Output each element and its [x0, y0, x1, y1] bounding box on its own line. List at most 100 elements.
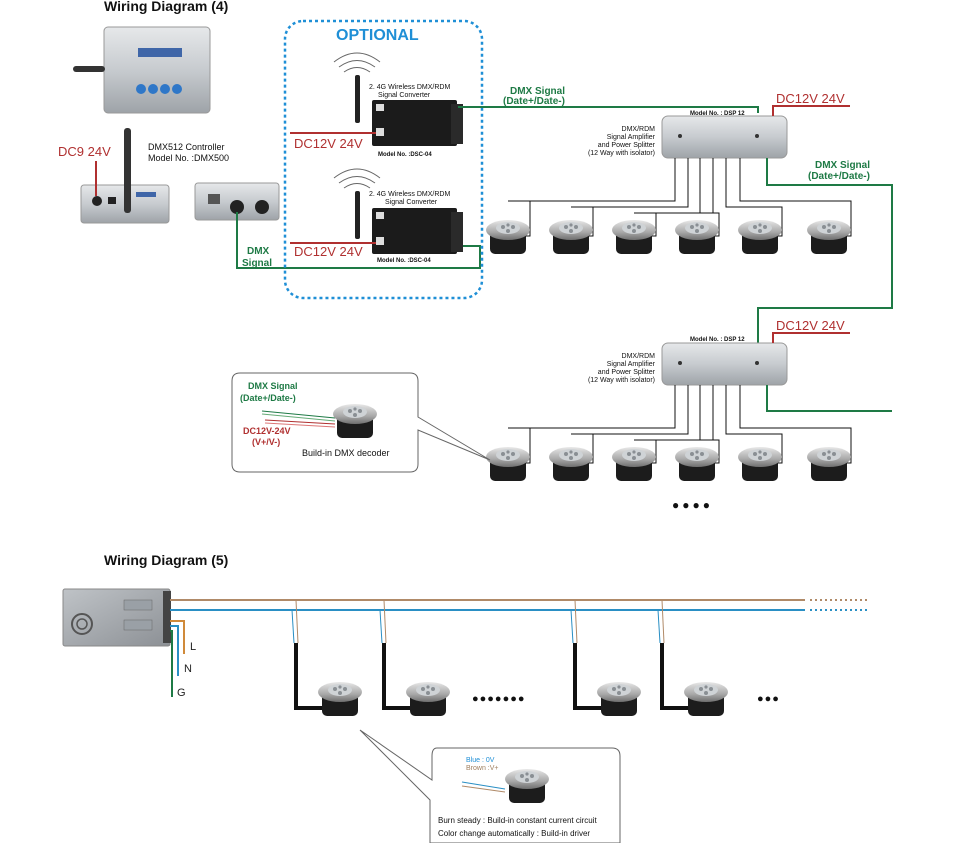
light-wire — [697, 385, 720, 464]
underground-light — [738, 220, 782, 254]
controller-power-label: DC9 24V — [58, 144, 111, 159]
callout-power-line2: (V+/V-) — [252, 437, 280, 447]
amplifier-1-model: Model No. : DSP 12 — [690, 111, 745, 117]
converter-2-model: Model No. :DSC-04 — [377, 258, 431, 264]
controller-label-line2: Model No. :DMX500 — [148, 153, 229, 163]
amplifier-1 — [661, 115, 788, 159]
mains-g-label: G — [177, 687, 186, 699]
amplifier-1-desc-3: and Power Splitter — [598, 142, 656, 149]
underground-light — [318, 682, 362, 716]
brown-tap-wire — [661, 599, 665, 644]
optional-box — [283, 19, 484, 300]
more-lights-indicator-1: ●●●●●●● — [472, 693, 526, 705]
underground-light — [486, 220, 530, 254]
diagram4-title: Wiring Diagram (4) — [104, 0, 228, 14]
underground-light — [549, 220, 593, 254]
brown-tap-wire — [295, 599, 299, 644]
controller-dmx-wire — [236, 212, 481, 269]
underground-light — [612, 447, 656, 481]
light-wire — [508, 385, 676, 464]
amplifier-2-desc-4: (12 Way with isolator) — [588, 377, 655, 384]
amplifier-1-desc-4: (12 Way with isolator) — [588, 150, 655, 157]
converter-1-name-line1: 2. 4G Wireless DMX/RDM — [369, 84, 450, 91]
light-wire — [571, 385, 689, 464]
controller-dmx-label-line2: Signal — [242, 258, 272, 269]
amplifier-1-dmx-out-line2: (Date+/Date-) — [808, 171, 870, 182]
callout5-line1: Burn steady : Build-in constant current … — [438, 816, 598, 825]
callout-power-line1: DC12V-24V — [243, 426, 291, 436]
underground-light — [486, 447, 530, 481]
optional-title: OPTIONAL — [336, 27, 419, 44]
converter-1-power-label: DC12V 24V — [294, 136, 363, 151]
diagram5-title: Wiring Diagram (5) — [104, 552, 228, 568]
underground-light — [807, 220, 851, 254]
light-wire — [739, 158, 852, 237]
amplifier-2-desc-1: DMX/RDM — [622, 353, 656, 360]
converter-2-name-line1: 2. 4G Wireless DMX/RDM — [369, 191, 450, 198]
amplifier-2-desc-3: and Power Splitter — [598, 369, 656, 376]
dmx-controller-front — [73, 26, 211, 114]
power-supply-unit — [62, 588, 171, 647]
wireless-converter-2 — [333, 168, 463, 254]
mains-l-label: L — [190, 641, 196, 653]
callout5-line2: Color change automatically : Build-in dr… — [438, 829, 590, 838]
mains-l-wire — [170, 620, 185, 654]
light-cable — [660, 643, 690, 710]
diagram5-lights — [291, 599, 728, 716]
amplifier-1-dmx-out-wire — [757, 158, 893, 343]
amplifier-1-desc-2: Signal Amplifier — [607, 134, 656, 141]
amplifier-2-model: Model No. : DSP 12 — [690, 337, 745, 343]
converter-2-name-line2: Signal Converter — [385, 199, 438, 206]
callout-signal-line2: (Date+/Date-) — [240, 393, 296, 403]
light-cable — [294, 643, 324, 710]
light-wire — [725, 158, 783, 237]
blue-tap-wire — [291, 609, 295, 644]
dmx-controller-back-right — [194, 182, 280, 221]
dmx-top-label-line2: (Date+/Date-) — [503, 96, 565, 107]
amplifier-2-desc-2: Signal Amplifier — [607, 361, 656, 368]
wireless-converter-1 — [333, 52, 463, 146]
underground-light — [738, 447, 782, 481]
mains-g-wire — [170, 630, 173, 697]
led-driver-callout — [359, 729, 621, 843]
blue-tap-wire — [657, 609, 661, 644]
amplifier-2-lights — [486, 385, 852, 481]
amplifier-1-lights — [486, 158, 852, 254]
amplifier-2-power-label: DC12V 24V — [776, 318, 845, 333]
light-wire — [697, 158, 720, 237]
light-wire — [571, 158, 689, 237]
dmx-top-wire — [458, 106, 759, 113]
amplifier-1-power-label: DC12V 24V — [776, 91, 845, 106]
amplifier-1-desc-1: DMX/RDM — [622, 126, 656, 133]
controller-label-line1: DMX512 Controller — [148, 142, 225, 152]
underground-light — [684, 682, 728, 716]
amplifier-1-dmx-out-line1: DMX Signal — [815, 160, 870, 171]
amplifier-1-power-wire — [772, 105, 850, 116]
amplifier-2-power-wire — [772, 332, 850, 343]
light-cable — [573, 643, 603, 710]
underground-light — [549, 447, 593, 481]
underground-light — [675, 447, 719, 481]
light-wire — [634, 385, 701, 464]
converter-2-power-label: DC12V 24V — [294, 244, 363, 259]
callout-signal-line1: DMX Signal — [248, 381, 298, 391]
dmx-controller-back-left — [80, 128, 170, 224]
underground-light — [597, 682, 641, 716]
underground-light — [807, 447, 851, 481]
underground-light — [612, 220, 656, 254]
controller-dmx-label-line1: DMX — [247, 246, 270, 257]
callout5-blue-label: Blue : 0V — [466, 757, 495, 764]
light-wire — [739, 385, 852, 464]
more-lights-indicator-2: ●●● — [757, 693, 780, 705]
amplifier-2 — [661, 342, 788, 386]
light-cable — [382, 643, 412, 710]
brown-tap-wire — [574, 599, 578, 644]
dmx-top-label-line1: DMX Signal — [510, 86, 565, 97]
mains-n-label: N — [184, 663, 192, 675]
underground-light — [675, 220, 719, 254]
light-wire — [508, 158, 676, 237]
underground-light — [406, 682, 450, 716]
amplifier-2-dmx-out-wire — [766, 385, 892, 412]
converter-1-model: Model No. :DSC-04 — [378, 152, 432, 158]
